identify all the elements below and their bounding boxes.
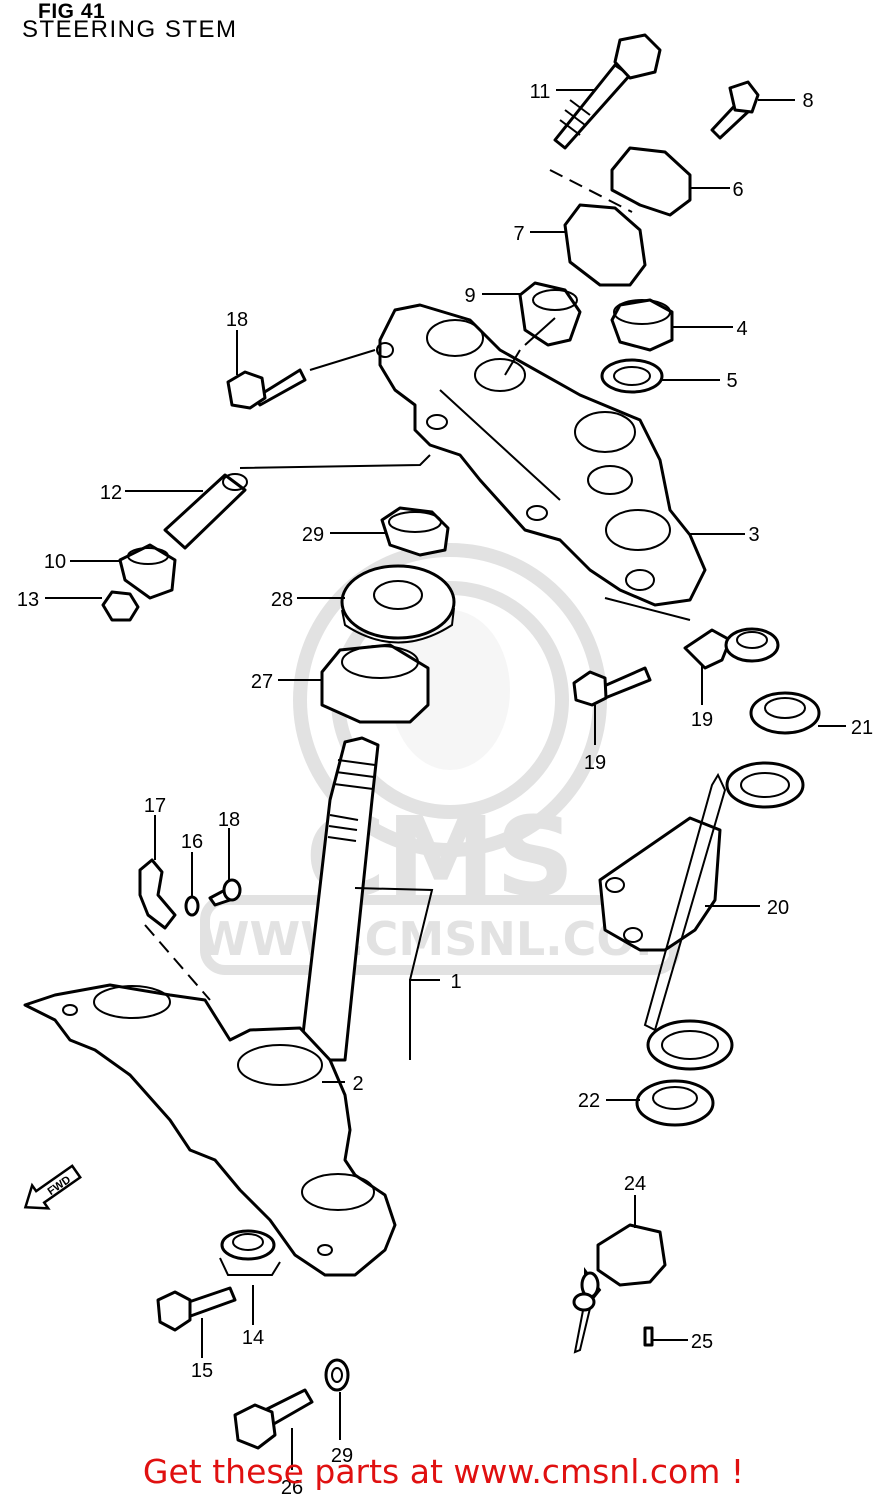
callout-28: 26 xyxy=(281,1477,303,1499)
callout-11: 11 xyxy=(530,81,551,103)
screw-18-part xyxy=(208,878,242,907)
steering-lock-26-part xyxy=(572,1223,667,1354)
callout-18: 18 xyxy=(218,809,240,831)
callout-22-lower: 22 xyxy=(578,1090,600,1112)
holder-lower-7-part xyxy=(563,203,647,287)
callout-21: 20 xyxy=(767,897,789,919)
bearing-23-part xyxy=(320,643,430,724)
callout-labels: 11 8 6 7 9 4 5 18 12 10 13 29 28 27 3 19… xyxy=(17,81,873,1499)
grommet-22-lower-part xyxy=(635,1079,715,1127)
clamp-14-part xyxy=(219,1229,281,1276)
callout-26: 24 xyxy=(624,1173,646,1195)
callout-12: 12 xyxy=(100,482,122,504)
stay-21-part xyxy=(598,761,805,1071)
footer-link-text[interactable]: Get these parts at www.cmsnl.com ! xyxy=(142,1452,745,1491)
clamp-20-part xyxy=(683,627,780,670)
callout-23: 27 xyxy=(251,671,273,693)
steering-stem-1-part xyxy=(23,736,397,1277)
callout-20: 19 xyxy=(691,709,713,731)
assembly-guide-lines xyxy=(144,169,691,1001)
callout-8: 8 xyxy=(802,90,813,112)
holder-upper-6-part xyxy=(610,146,692,217)
callout-25: 29 xyxy=(302,524,324,546)
callout-leaders xyxy=(45,89,846,1470)
washer-5-part xyxy=(600,358,664,394)
bolt-11-part xyxy=(553,33,662,150)
callout-2: 2 xyxy=(352,1073,363,1095)
callout-1: 1 xyxy=(450,971,461,993)
tube-12-part xyxy=(163,473,248,550)
callout-17: 17 xyxy=(144,795,166,817)
callout-14: 14 xyxy=(242,1327,264,1349)
cushion-9-part xyxy=(518,281,582,347)
callout-27: 25 xyxy=(691,1331,713,1353)
washer-24-part xyxy=(340,564,456,644)
callout-9: 9 xyxy=(464,285,475,307)
nut-25-part xyxy=(380,506,450,557)
bolt-19-lower-part xyxy=(572,666,652,707)
callout-19-upper: 18 xyxy=(226,309,248,331)
bolt-19-upper-part xyxy=(226,368,307,410)
washer-16-part xyxy=(184,895,200,917)
washer-29-part xyxy=(324,1358,350,1392)
callout-6: 6 xyxy=(732,179,743,201)
callout-22-upper: 21 xyxy=(851,717,873,739)
bolt-8-part xyxy=(710,80,760,140)
grommet-22-upper-part xyxy=(749,691,821,735)
figure-title: STEERING STEM xyxy=(22,16,238,43)
callout-3: 3 xyxy=(748,524,759,546)
cap-4-part xyxy=(610,298,674,352)
callout-5: 5 xyxy=(726,370,737,392)
upper-bracket-part xyxy=(376,303,707,607)
callout-15: 15 xyxy=(191,1360,213,1382)
clamp-17-part xyxy=(138,858,177,930)
bolt-15-part xyxy=(156,1286,237,1332)
callout-13: 13 xyxy=(17,589,39,611)
figure-number: FIG 41 xyxy=(38,0,106,23)
callout-7: 7 xyxy=(513,223,524,245)
callout-4: 4 xyxy=(736,318,747,340)
callout-24: 28 xyxy=(271,589,293,611)
screw-27-part xyxy=(643,1326,654,1347)
bolt-28-part xyxy=(233,1388,314,1450)
watermark-url: WWW.CMSNL.COM xyxy=(199,912,682,966)
callout-10: 10 xyxy=(44,551,66,573)
forward-arrow-icon: FWD xyxy=(23,1164,82,1210)
callout-19-lower: 19 xyxy=(584,752,606,774)
callout-16: 16 xyxy=(181,831,203,853)
callout-29: 29 xyxy=(331,1445,353,1467)
nut-13-part xyxy=(101,590,140,622)
damper-10-part xyxy=(118,543,177,600)
